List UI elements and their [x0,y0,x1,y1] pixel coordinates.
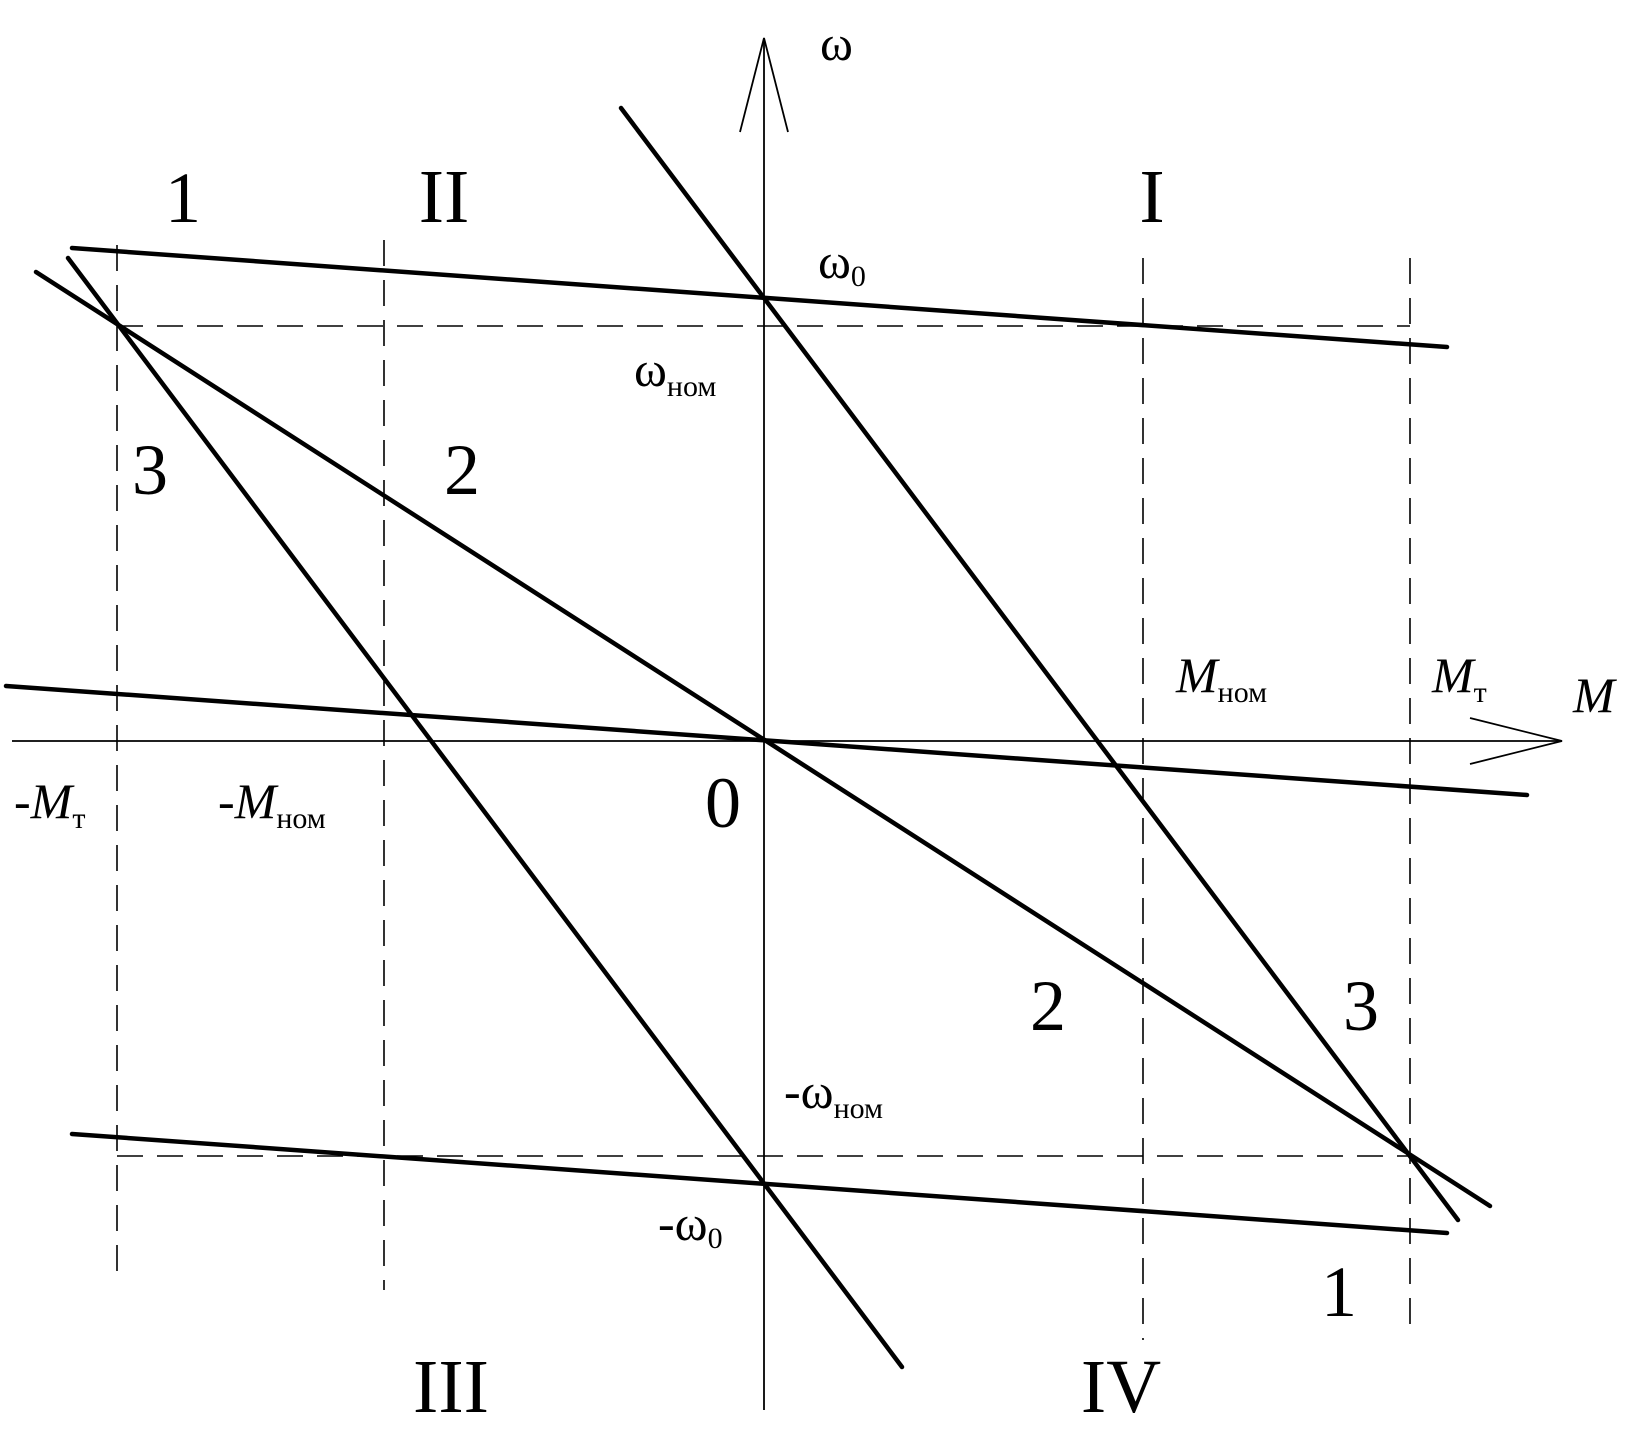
quadrant-label-3: III [413,1345,489,1429]
omega0-label: ω0 [818,233,866,293]
m-axis-arrowhead [1469,717,1563,765]
neg-m-nom-label: -Mном [218,773,326,835]
curve-label-3-right: 3 [1343,966,1379,1046]
quadrant-label-4: IV [1081,1345,1161,1429]
m-nom-label: Mном [1175,647,1267,709]
characteristic-3-right [618,105,1461,1223]
characteristic-1-bottom [69,1131,1450,1236]
omega-axis-label: ω [820,15,853,71]
neg-omega0-label: -ω0 [658,1195,723,1255]
curve-label-1-top: 1 [165,158,201,238]
origin-label: 0 [705,763,741,843]
quadrant-label-2: II [419,155,470,239]
m-t-label: Mт [1431,647,1487,709]
axes [12,37,1563,1410]
characteristic-lines [3,105,1530,1370]
m-axis-label: M [1572,667,1617,723]
curve-label-3-left: 3 [132,430,168,510]
characteristic-2 [33,269,1493,1209]
curve-label-2-left: 2 [444,430,480,510]
omega-nom-label: ωном [634,341,716,403]
omega-axis-arrowhead [739,37,789,133]
quadrant-label-1: I [1139,155,1164,239]
curve-label-1-bottom: 1 [1321,1252,1357,1332]
neg-m-t-label: -Mт [14,773,85,835]
characteristic-3-left [65,255,905,1370]
characteristic-1-top [69,245,1450,350]
curve-label-2-right: 2 [1030,966,1066,1046]
neg-omega-nom-label: -ωном [784,1063,883,1125]
